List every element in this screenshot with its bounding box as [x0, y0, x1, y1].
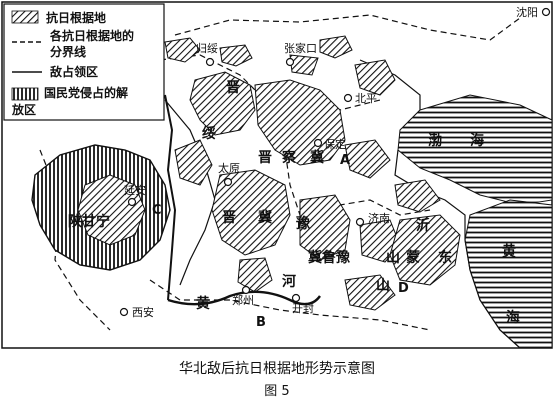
- region-sui: 绥: [202, 125, 216, 142]
- sea-areas: [397, 94, 553, 349]
- marker-labels: A B C D: [152, 153, 409, 330]
- city-dot-zhangjiakou: [285, 57, 295, 67]
- figure-number: 图 5: [264, 384, 290, 399]
- yellow-river: [167, 290, 321, 306]
- base-area-jin-cha-ji: [254, 79, 346, 166]
- marker-a: A: [340, 153, 350, 168]
- marker-b: B: [256, 315, 266, 330]
- region-ji-3: 冀: [308, 249, 322, 266]
- base-area-lu-south: [344, 274, 396, 311]
- base-area-jin-sui: [189, 71, 256, 136]
- region-labels: 晋 绥 晋 察 冀 晋 冀 豫 冀 鲁 豫 陕甘宁 沂 山 蒙 东 山: [68, 80, 452, 294]
- city-label-yanan: 延安: [124, 183, 146, 197]
- base-area-baoding: [344, 139, 391, 179]
- legend-kmt-label-2: 放区: [11, 102, 36, 117]
- sea-label-huang: 黄: [502, 243, 516, 260]
- region-jin-3: 晋: [222, 210, 236, 226]
- city-label-zhengzhou: 郑州: [232, 293, 254, 307]
- region-yu-2: 豫: [336, 249, 350, 266]
- city-label-shenyang: 沈阳: [516, 5, 538, 19]
- marker-c: C: [152, 203, 162, 218]
- city-label-kaifeng: 开封: [292, 301, 314, 315]
- river-label-huang: 黄: [196, 295, 210, 312]
- city-label-beiping: 北平: [355, 92, 377, 105]
- region-lu: 鲁: [321, 249, 336, 266]
- sea-label-hai-2: 海: [506, 309, 520, 326]
- base-area-shandong: [389, 214, 461, 286]
- base-area-taiyuan-west: [174, 139, 213, 186]
- city-dot-zhengzhou: [241, 285, 251, 295]
- base-area-beiping-east: [354, 59, 396, 96]
- marker-d: D: [398, 281, 409, 296]
- legend-boundary-label-2: 分界线: [50, 44, 86, 59]
- base-areas: [164, 35, 461, 311]
- city-labels: 沈阳 归绥 张家口 北平 保定 太原 延安 济南 郑州 开封 西安: [124, 5, 538, 319]
- sea-label-hai-1: 海: [470, 132, 484, 149]
- city-dot-beiping: [343, 93, 353, 103]
- region-jin-1: 晋: [226, 80, 240, 96]
- region-cha: 察: [282, 149, 297, 166]
- city-label-taiyuan: 太原: [218, 162, 240, 175]
- river-labels: 黄 河: [196, 273, 296, 312]
- river-label-he: 河: [282, 273, 296, 290]
- legend-swatch-kmt: [11, 87, 39, 101]
- city-markers: [119, 7, 551, 317]
- figure-title: 华北敌后抗日根据地形势示意图: [179, 361, 375, 377]
- legend-boundary-label-1: 各抗日根据地的: [49, 28, 134, 43]
- dashed-boundary-north: [174, 14, 521, 41]
- city-dot-taiyuan: [223, 177, 233, 187]
- city-dot-shenyang: [541, 7, 551, 17]
- base-area-jin-ji-yu: [211, 169, 291, 256]
- city-label-zhangjiakou: 张家口: [284, 41, 317, 55]
- city-dot-kaifeng: [291, 293, 301, 303]
- base-area-north-1: [219, 44, 253, 67]
- city-label-jinan: 济南: [368, 211, 390, 225]
- base-area-yu-west: [237, 257, 273, 293]
- yellow-river-upper: [164, 94, 177, 301]
- region-ji-2: 冀: [258, 209, 272, 226]
- city-dot-baoding: [313, 138, 323, 148]
- region-ji-1: 冀: [310, 149, 324, 166]
- city-dot-yanan: [127, 197, 137, 207]
- sea-labels: 渤 海 黄 海: [428, 132, 520, 326]
- dashed-boundary-inner-3: [299, 199, 431, 216]
- region-yi: 沂: [416, 217, 430, 234]
- city-label-xian: 西安: [132, 305, 154, 319]
- city-dot-xian: [119, 307, 129, 317]
- city-dot-guisui: [205, 57, 215, 67]
- region-dong: 东: [438, 249, 452, 266]
- legend-occupied-label: 敌占领区: [50, 64, 98, 79]
- region-jin-2: 晋: [258, 150, 272, 166]
- bohai-sea: [397, 94, 553, 206]
- region-yu-1: 豫: [296, 215, 310, 232]
- legend: 抗日根据地 各抗日根据地的 分界线 敌占领区 国民党侵占的解 放区: [3, 3, 165, 121]
- region-shan-2: 山: [376, 278, 390, 294]
- base-area-ji-lu-yu: [299, 194, 351, 261]
- base-area-zhangjiakou: [289, 54, 319, 76]
- base-area-guisui: [164, 37, 201, 63]
- city-label-baoding: 保定: [324, 137, 346, 151]
- sea-label-bo: 渤: [428, 132, 442, 149]
- city-label-guisui: 归绥: [196, 41, 218, 55]
- region-shan-gan-ning: 陕甘宁: [68, 213, 110, 230]
- region-shan-1: 山: [386, 250, 400, 266]
- shaan-gan-ning-core: [77, 174, 146, 246]
- base-area-bohai-coast: [394, 179, 441, 213]
- region-meng: 蒙: [406, 249, 420, 266]
- city-dot-jinan: [355, 217, 365, 227]
- legend-kmt-label-1: 国民党侵占的解: [44, 85, 128, 100]
- legend-swatch-base: [11, 10, 39, 24]
- base-area-north-2: [319, 35, 353, 59]
- legend-base-label: 抗日根据地: [46, 10, 106, 25]
